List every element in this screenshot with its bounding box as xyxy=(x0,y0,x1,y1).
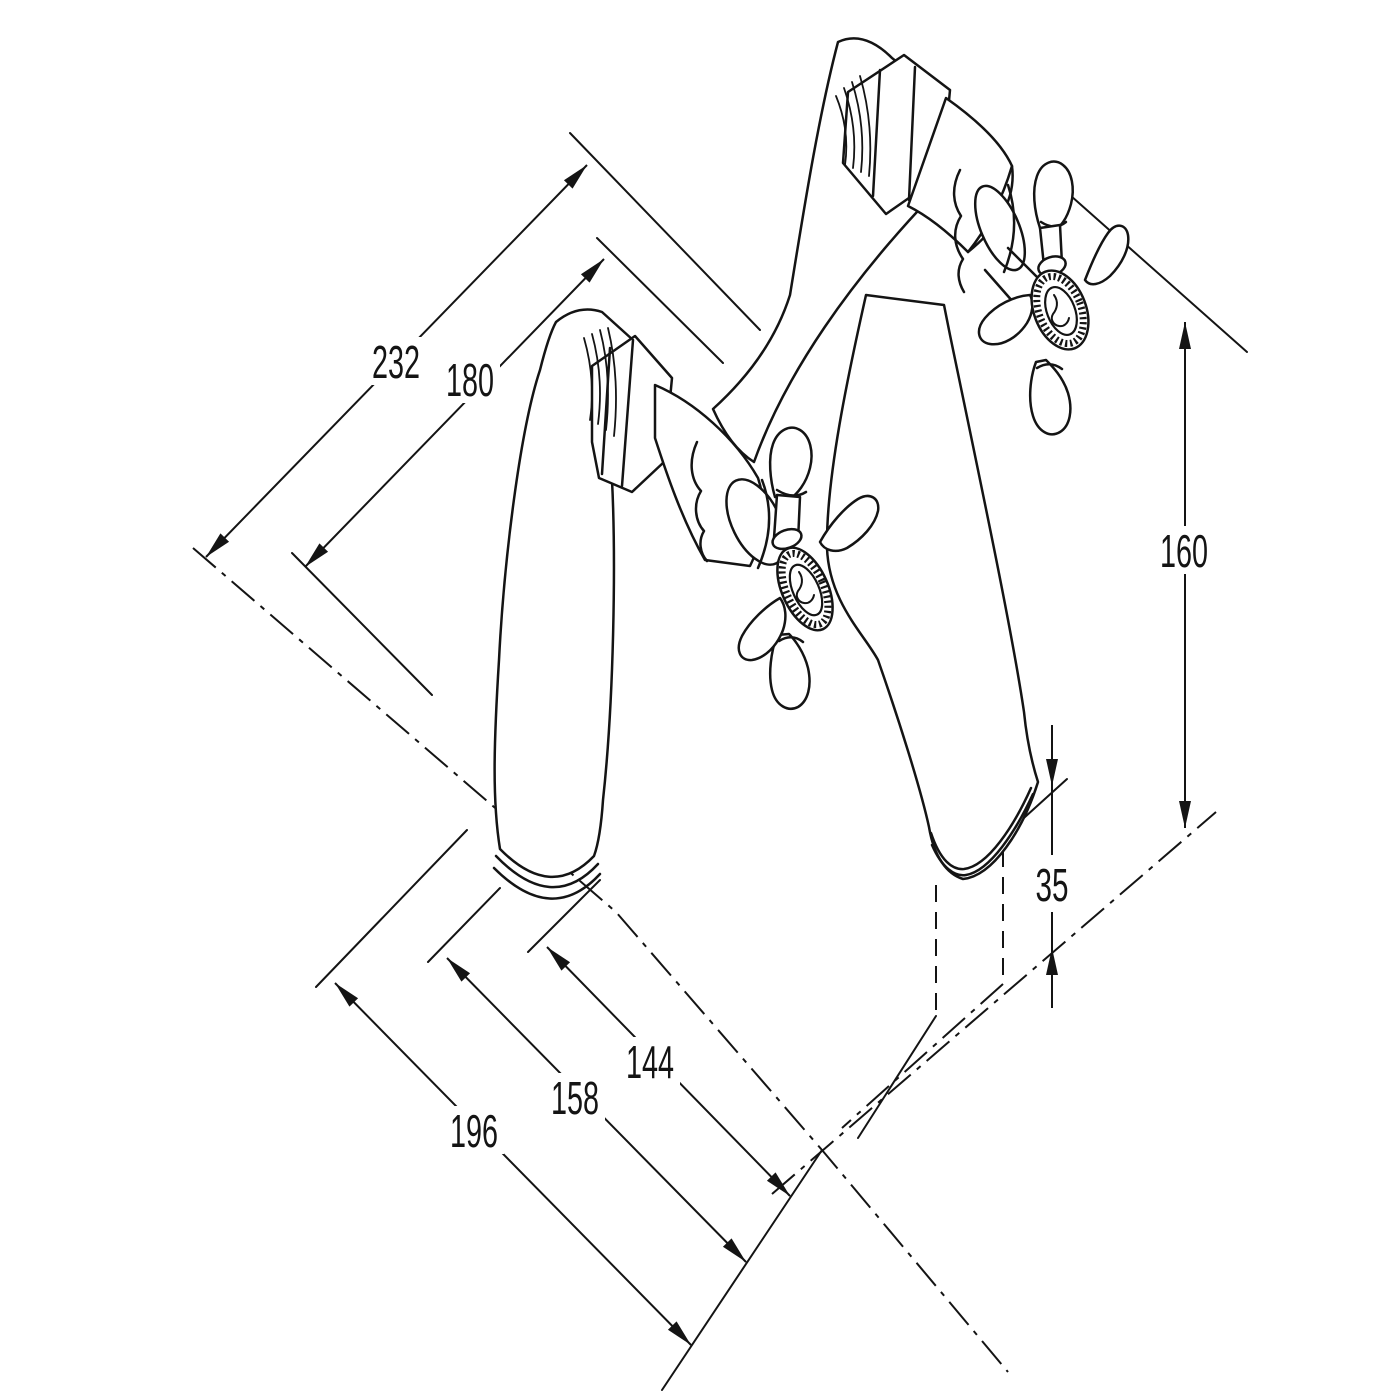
dim-label-158: 158 xyxy=(551,1072,599,1124)
dim-label-35: 35 xyxy=(1036,859,1069,911)
handle-lobe-left xyxy=(737,596,787,662)
background-tap-cross-handle[interactable] xyxy=(977,160,1130,436)
background-tap-downpipe xyxy=(825,293,1040,881)
centerline-foreground-spout xyxy=(192,547,1009,1373)
centerline-deck xyxy=(771,811,1217,1195)
background-tap-outlet-rim xyxy=(929,786,1035,877)
witness-158 xyxy=(427,887,501,963)
witness-outlet-right-elbow xyxy=(841,983,1004,1129)
handle-knurl-ring xyxy=(1033,272,1087,348)
foreground-tap-cross-handle[interactable] xyxy=(737,426,880,710)
dim-label-196: 196 xyxy=(450,1105,498,1157)
background-tap-bonnet-collar xyxy=(952,168,1027,294)
witness-196 xyxy=(315,829,468,988)
dim-label-180: 180 xyxy=(446,354,494,406)
handle-badge xyxy=(788,563,824,617)
dim-label-144: 144 xyxy=(626,1036,674,1088)
handle-badge-logo xyxy=(795,571,815,605)
background-tap-thread-lines xyxy=(835,75,872,177)
witness-144 xyxy=(527,879,601,953)
dimension-labels: 232 180 160 35 144 158 196 xyxy=(366,336,1214,1157)
extension-160-top xyxy=(1061,187,1248,353)
foreground-tap-outlet-rim xyxy=(492,854,602,900)
handle-lobe-up xyxy=(1032,160,1074,233)
handle-lobe-right xyxy=(818,494,880,553)
handle-lobe-up xyxy=(768,426,813,501)
handle-lobe-down xyxy=(1028,358,1072,436)
foreground-tap-thread-lines xyxy=(583,327,617,437)
dim-label-232: 232 xyxy=(372,336,420,388)
witness-outlet-left-elbow xyxy=(857,1015,937,1139)
dimline-180 xyxy=(304,258,605,568)
extension-180-top xyxy=(596,237,724,364)
witness-baseline xyxy=(661,1149,823,1391)
extension-180-bottom xyxy=(291,552,433,696)
foreground-tap xyxy=(492,308,880,900)
handle-badge-logo xyxy=(1050,294,1070,328)
handle-lobe-left xyxy=(977,293,1034,346)
dimline-196 xyxy=(334,982,692,1346)
background-tap xyxy=(711,37,1130,881)
handle-lobe-right xyxy=(1083,224,1130,286)
dimension-arrowheads xyxy=(206,165,1191,1345)
handle-lobe-down xyxy=(768,632,811,710)
dim-label-160: 160 xyxy=(1160,525,1208,577)
extension-232-top xyxy=(569,132,761,331)
